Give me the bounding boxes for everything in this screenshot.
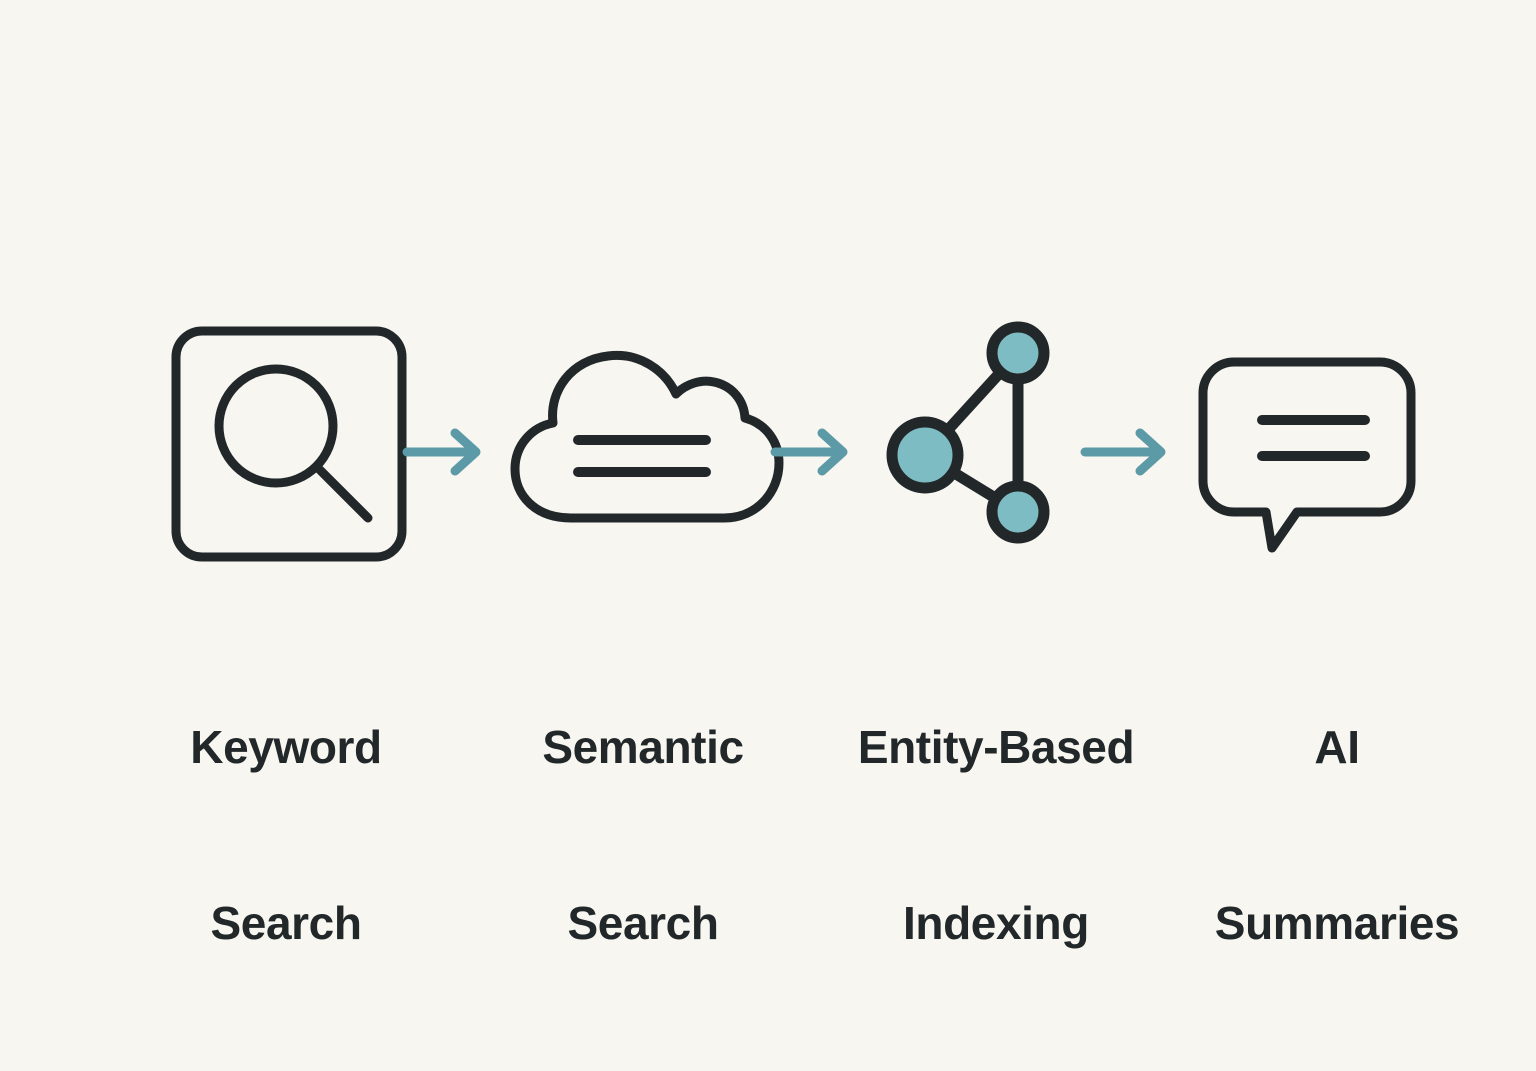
process-flow-graphic (171, 321, 1416, 562)
stage-label-line2: Search (210, 897, 362, 950)
icon-ai-summaries (1198, 357, 1416, 553)
arrow-right-icon-3 (1080, 428, 1166, 476)
arrow-right-icon-2 (770, 428, 848, 476)
arrow-head (1135, 428, 1166, 476)
stage-label-line2: Summaries (1214, 897, 1460, 950)
stage-label-ai-summaries: AI Summaries (1148, 600, 1526, 1071)
arrow-head (450, 428, 481, 476)
icon-entity-based-indexing (886, 321, 1050, 544)
stage-label-line1: Entity-Based (857, 720, 1135, 773)
stage-label-line2: Indexing (903, 897, 1089, 950)
magnifier-handle (312, 462, 373, 523)
stage-label-line1: AI (1314, 720, 1360, 773)
diagram-canvas: Keyword Search Semantic Search Entity-Ba… (171, 321, 1460, 950)
stage-label-line1: Semantic (542, 720, 744, 773)
stage-label-semantic-search: Semantic Search (462, 600, 824, 1071)
icon-semantic-search (510, 350, 784, 523)
stage-label-keyword-search: Keyword Search (98, 600, 474, 1071)
rounded-square-frame (171, 326, 407, 562)
speech-bubble-outline (1198, 357, 1416, 553)
magnifier-lens (214, 364, 338, 488)
graph-node-top (986, 321, 1050, 385)
graph-node-left (886, 416, 964, 494)
stage-label-line2: Search (567, 897, 719, 950)
stage-label-entity-based-indexing: Entity-Based Indexing (798, 600, 1194, 1071)
arrow-right-icon-1 (402, 428, 481, 476)
stage-label-line1: Keyword (190, 720, 382, 773)
icon-keyword-search (171, 326, 407, 562)
graph-node-bottom (986, 480, 1050, 544)
arrow-head (817, 428, 848, 476)
